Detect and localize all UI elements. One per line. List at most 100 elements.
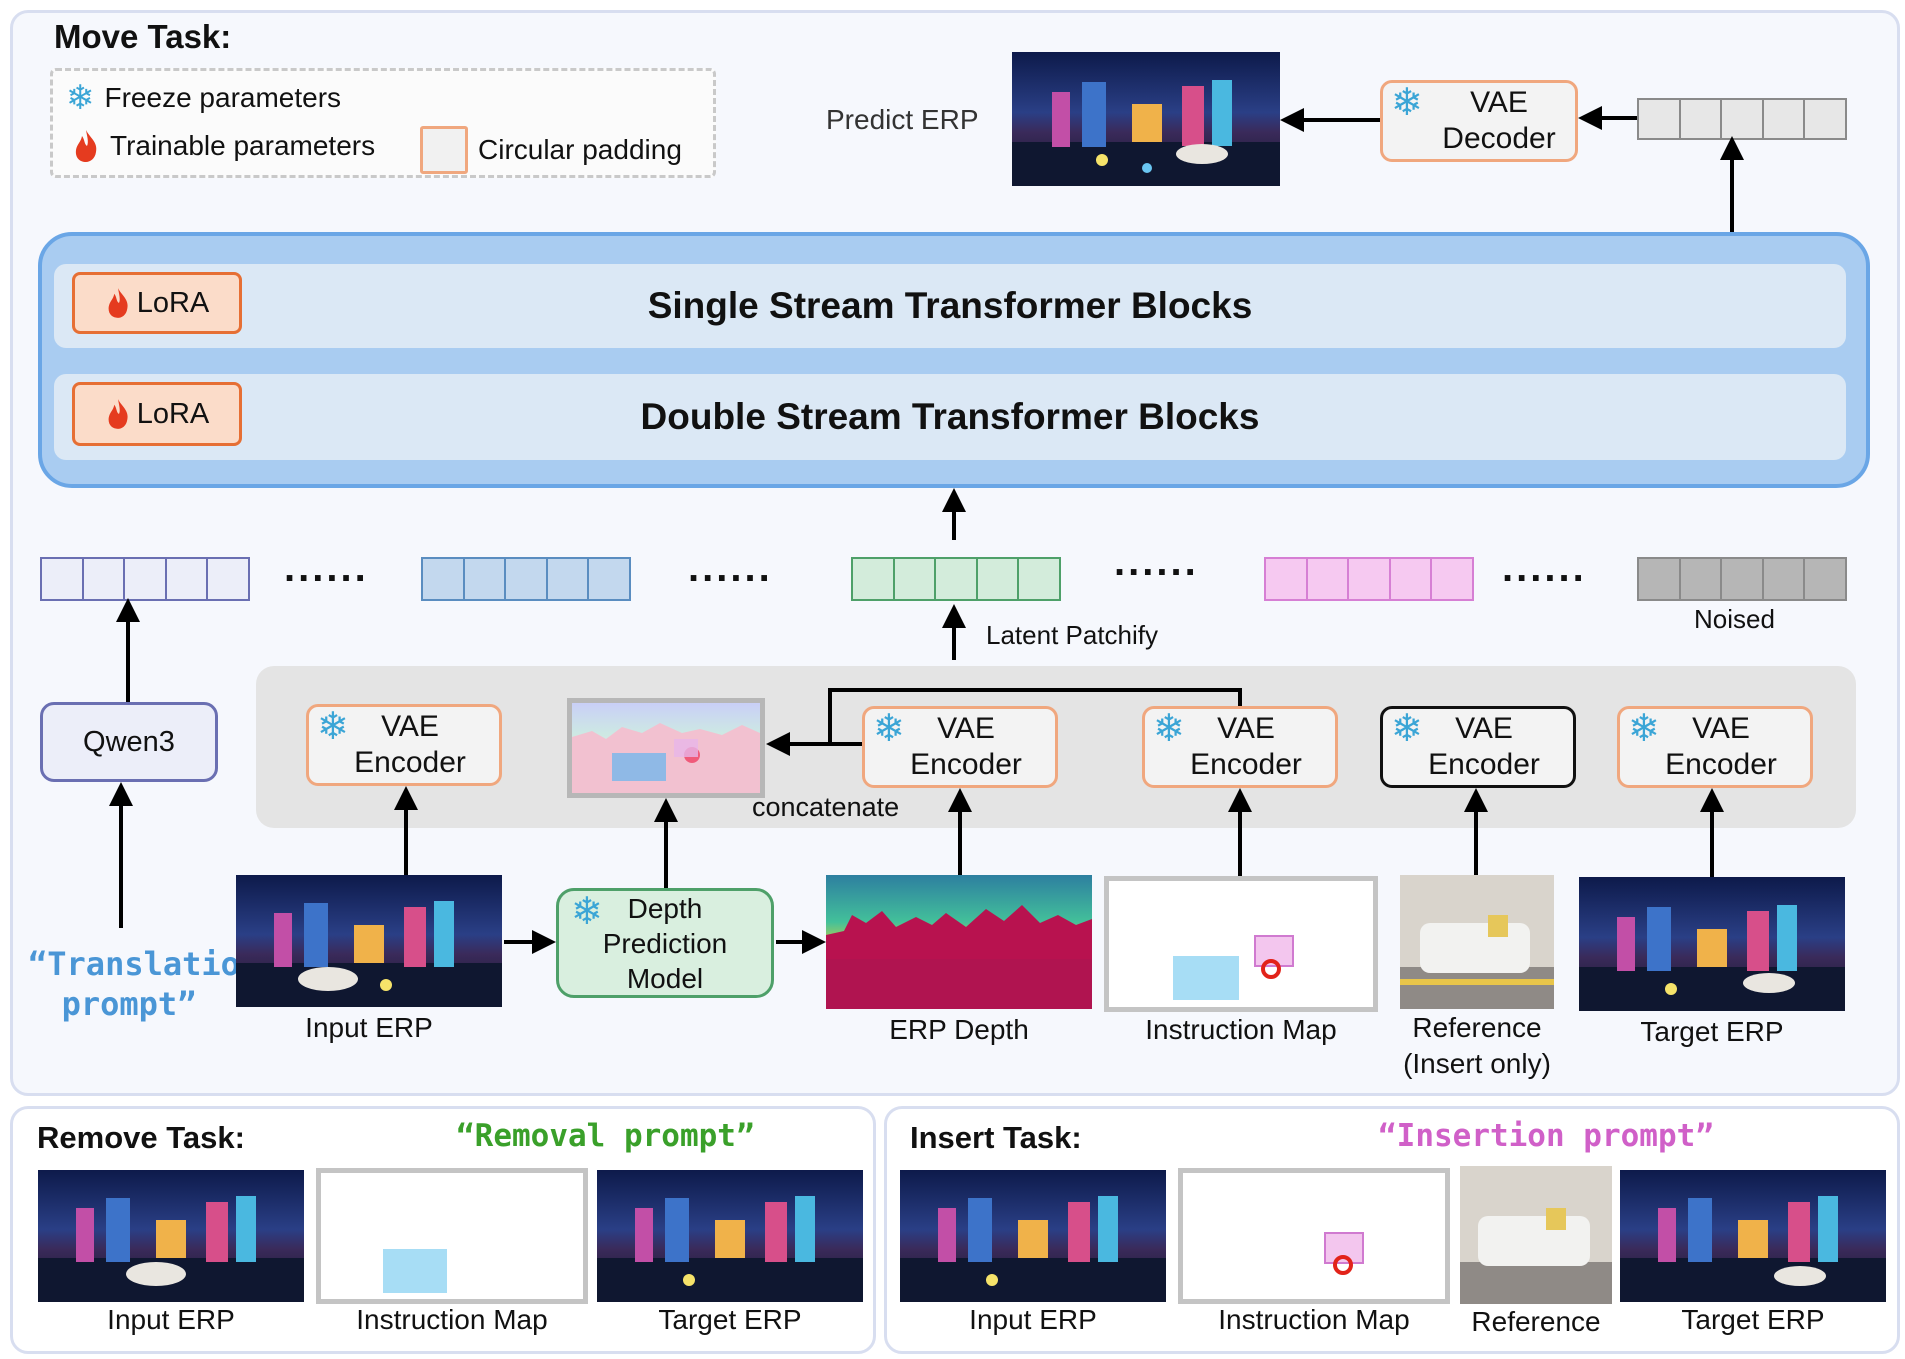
token bbox=[1637, 98, 1681, 140]
insert-input-erp-image bbox=[900, 1170, 1166, 1302]
legend-freeze-label: Freeze parameters bbox=[104, 82, 342, 113]
token bbox=[462, 557, 507, 601]
reference-token-strip bbox=[1264, 557, 1474, 601]
flame-icon bbox=[108, 288, 128, 318]
token bbox=[1637, 557, 1681, 601]
token bbox=[1678, 98, 1723, 140]
legend-circular-label: Circular padding bbox=[478, 134, 682, 165]
noised-label: Noised bbox=[1694, 604, 1775, 634]
single-stream-label: Single Stream Transformer Blocks bbox=[647, 285, 1253, 326]
ellipsis: ...... bbox=[1114, 540, 1199, 584]
lora-label: LoRA bbox=[136, 286, 210, 319]
vae-encoder-reference: ❄ VAE Encoder bbox=[1380, 706, 1576, 788]
insert-target-erp-image bbox=[1620, 1170, 1886, 1302]
token bbox=[851, 557, 895, 601]
token bbox=[1305, 557, 1350, 601]
depth-prediction-model: ❄ Depth Prediction Model bbox=[556, 888, 774, 998]
token bbox=[123, 557, 167, 601]
removal-prompt: “Removal prompt” bbox=[456, 1118, 755, 1154]
token bbox=[1761, 557, 1806, 601]
vae-encoder-target: ❄ VAE Encoder bbox=[1617, 706, 1813, 788]
remove-instruction-map-image bbox=[316, 1168, 588, 1304]
single-stream-block: Single Stream Transformer Blocks bbox=[54, 264, 1846, 348]
snowflake-icon: ❄ bbox=[571, 891, 603, 933]
target-erp-image bbox=[1579, 877, 1845, 1011]
snowflake-icon: ❄ bbox=[1153, 708, 1185, 750]
ellipsis: ...... bbox=[284, 546, 369, 590]
insertion-prompt: “Insertion prompt” bbox=[1378, 1118, 1714, 1154]
vae-encoder-depth: ❄ VAE Encoder bbox=[862, 706, 1058, 788]
insert-reference-image bbox=[1460, 1166, 1612, 1304]
token bbox=[1803, 557, 1847, 601]
snowflake-icon: ❄ bbox=[317, 706, 349, 748]
snowflake-icon: ❄ bbox=[1628, 708, 1660, 750]
token bbox=[1264, 557, 1308, 601]
token bbox=[1720, 557, 1764, 601]
remove-instruction-map-caption: Instruction Map bbox=[356, 1304, 548, 1335]
vae-encoder-instruction: ❄ VAE Encoder bbox=[1142, 706, 1338, 788]
token bbox=[1761, 98, 1806, 140]
double-stream-block: Double Stream Transformer Blocks bbox=[54, 374, 1846, 460]
insert-target-erp-caption: Target ERP bbox=[1681, 1304, 1825, 1335]
vae-encoder-label: VAE Encoder bbox=[1190, 712, 1302, 781]
token bbox=[504, 557, 548, 601]
predict-erp-image bbox=[1012, 52, 1280, 186]
depth-model-label: Depth Prediction Model bbox=[602, 892, 728, 994]
condition-token-strip bbox=[851, 557, 1061, 601]
text-token-strip bbox=[40, 557, 250, 601]
instruction-map-image bbox=[1104, 876, 1378, 1012]
insert-input-erp-caption: Input ERP bbox=[969, 1304, 1097, 1335]
lora-label: LoRA bbox=[136, 397, 210, 430]
reference-image bbox=[1400, 875, 1554, 1009]
flame-icon bbox=[75, 130, 97, 162]
vae-encoder-label: VAE Encoder bbox=[910, 712, 1022, 781]
concatenate-label: concatenate bbox=[752, 792, 900, 822]
erp-depth-caption: ERP Depth bbox=[889, 1014, 1029, 1045]
input-erp-caption: Input ERP bbox=[305, 1012, 433, 1043]
vae-encoder-input: ❄ VAE Encoder bbox=[306, 704, 502, 786]
reference-caption: Reference bbox=[1412, 1012, 1542, 1043]
token bbox=[1388, 557, 1433, 601]
insert-task-title: Insert Task: bbox=[910, 1120, 1082, 1155]
legend-trainable-label: Trainable parameters bbox=[110, 130, 376, 161]
insert-reference-caption: Reference bbox=[1471, 1306, 1601, 1337]
token bbox=[975, 557, 1020, 601]
vae-encoder-label: VAE Encoder bbox=[1665, 712, 1777, 781]
remove-input-erp-caption: Input ERP bbox=[107, 1304, 235, 1335]
token bbox=[164, 557, 209, 601]
token bbox=[1720, 98, 1764, 140]
remove-target-erp-image bbox=[597, 1170, 863, 1302]
target-erp-caption: Target ERP bbox=[1640, 1016, 1784, 1047]
token bbox=[206, 557, 250, 601]
remove-target-erp-caption: Target ERP bbox=[658, 1304, 802, 1335]
snowflake-icon: ❄ bbox=[1391, 708, 1423, 750]
token bbox=[40, 557, 84, 601]
noised-token-strip bbox=[1637, 557, 1847, 601]
token bbox=[1347, 557, 1391, 601]
concatenated-condition-image bbox=[567, 698, 765, 798]
token bbox=[421, 557, 465, 601]
token bbox=[934, 557, 978, 601]
token bbox=[81, 557, 126, 601]
vae-encoder-label: VAE Encoder bbox=[354, 710, 466, 779]
double-stream-label: Double Stream Transformer Blocks bbox=[640, 396, 1260, 437]
erp-token-strip bbox=[421, 557, 631, 601]
remove-input-erp-image bbox=[38, 1170, 304, 1302]
insert-instruction-map-caption: Instruction Map bbox=[1218, 1304, 1410, 1335]
lora-double: LoRA bbox=[72, 382, 242, 446]
output-token-strip bbox=[1637, 98, 1847, 140]
ellipsis: ...... bbox=[1502, 546, 1587, 590]
vae-encoder-label: VAE Encoder bbox=[1428, 712, 1540, 781]
move-task-title: Move Task: bbox=[54, 18, 232, 55]
legend-trainable: Trainable parameters bbox=[72, 128, 375, 164]
instruction-map-caption: Instruction Map bbox=[1145, 1014, 1337, 1045]
translation-prompt: “Translation prompt” bbox=[28, 945, 260, 1023]
token bbox=[1803, 98, 1847, 140]
predict-erp-label: Predict ERP bbox=[826, 104, 979, 135]
token bbox=[1678, 557, 1723, 601]
legend-freeze: ❄ Freeze parameters bbox=[66, 81, 342, 115]
input-erp-image bbox=[236, 875, 502, 1007]
flame-icon bbox=[108, 399, 128, 429]
token bbox=[892, 557, 937, 601]
qwen3-label: Qwen3 bbox=[83, 725, 175, 758]
